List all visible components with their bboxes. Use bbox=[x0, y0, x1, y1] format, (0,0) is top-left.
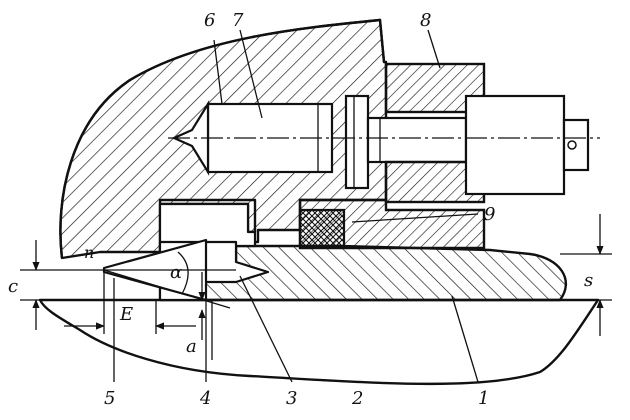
workpiece-2 bbox=[38, 298, 600, 386]
label-part-6: 6 bbox=[204, 10, 215, 31]
shaft bbox=[464, 94, 590, 196]
label-E: E bbox=[119, 304, 133, 325]
label-part-9: 9 bbox=[484, 204, 495, 225]
label-part-7: 7 bbox=[232, 10, 244, 31]
dim-a bbox=[198, 272, 213, 360]
dim-E bbox=[64, 272, 196, 334]
blade-1 bbox=[200, 244, 568, 302]
label-part-1: 1 bbox=[478, 388, 489, 409]
dim-s bbox=[560, 214, 612, 336]
label-s: s bbox=[584, 270, 593, 291]
label-c: c bbox=[8, 276, 18, 297]
dim-c bbox=[20, 240, 104, 330]
angle-arc bbox=[177, 251, 189, 295]
label-part-5: 5 bbox=[104, 388, 115, 409]
label-a: a bbox=[186, 336, 197, 357]
label-part-4: 4 bbox=[199, 388, 211, 409]
leaders bbox=[113, 29, 479, 383]
label-part-3: 3 bbox=[286, 388, 297, 409]
label-part-2: 2 bbox=[351, 388, 363, 409]
label-alpha: α bbox=[170, 262, 182, 283]
label-n: n bbox=[84, 243, 94, 262]
washer-9 bbox=[298, 208, 346, 248]
holder-outline-6 bbox=[59, 18, 386, 259]
label-part-8: 8 bbox=[420, 10, 431, 31]
